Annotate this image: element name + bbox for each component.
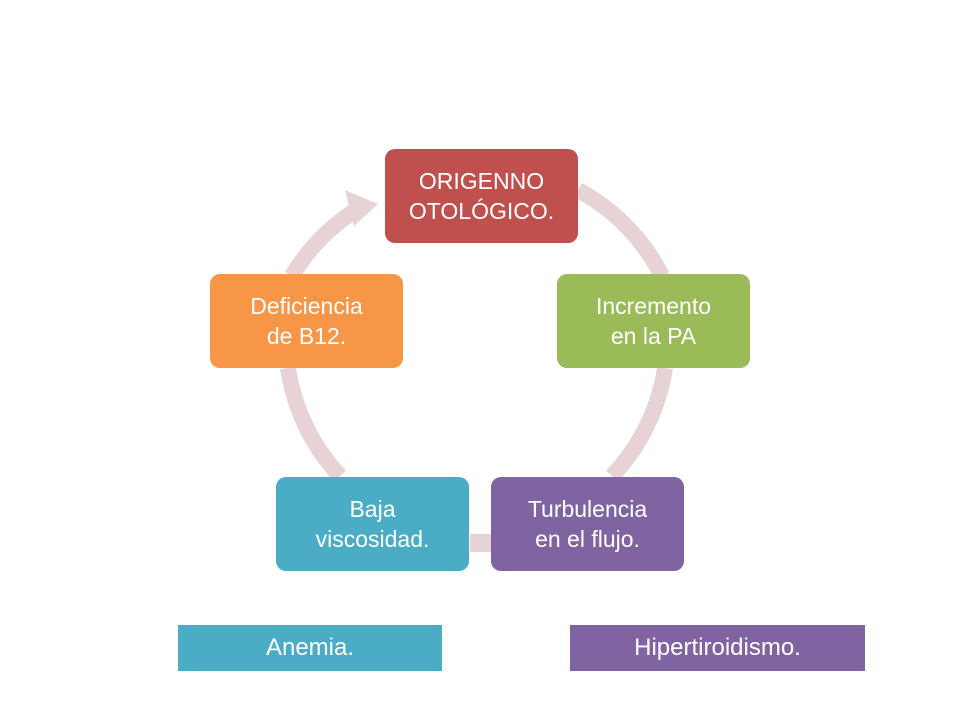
tag-hipertiroidismo-text: Hipertiroidismo. [634,634,801,661]
node-incremento-pa-text: Incremento en la PA [595,293,712,349]
cycle-arrowhead [345,190,378,226]
node-origen-otologico-text: ORIGENNO OTOLÓGICO. [408,168,555,224]
node-baja-viscosidad: Baja viscosidad. [276,477,469,571]
cycle-arrow-incremento-to-turbulencia [606,366,673,482]
node-turbulencia: Turbulencia en el flujo. [491,477,684,571]
tag-anemia-text: Anemia. [265,634,355,661]
cycle-arrow-deficiencia-to-origen [285,203,361,281]
node-origen-otologico: ORIGENNO OTOLÓGICO. [385,149,578,243]
tag-hipertiroidismo: Hipertiroidismo. [570,625,865,671]
cycle-arrow-baja-to-deficiencia [280,366,346,482]
node-incremento-pa: Incremento en la PA [557,274,750,368]
node-turbulencia-text: Turbulencia en el flujo. [527,496,648,552]
cycle-arrow-origen-to-incremento [574,182,670,280]
node-deficiencia-b12: Deficiencia de B12. [210,274,403,368]
node-baja-viscosidad-text: Baja viscosidad. [315,496,430,552]
node-deficiencia-b12-text: Deficiencia de B12. [250,293,363,349]
tag-anemia: Anemia. [178,625,442,671]
cycle-arrow-turbulencia-to-baja [470,534,492,552]
